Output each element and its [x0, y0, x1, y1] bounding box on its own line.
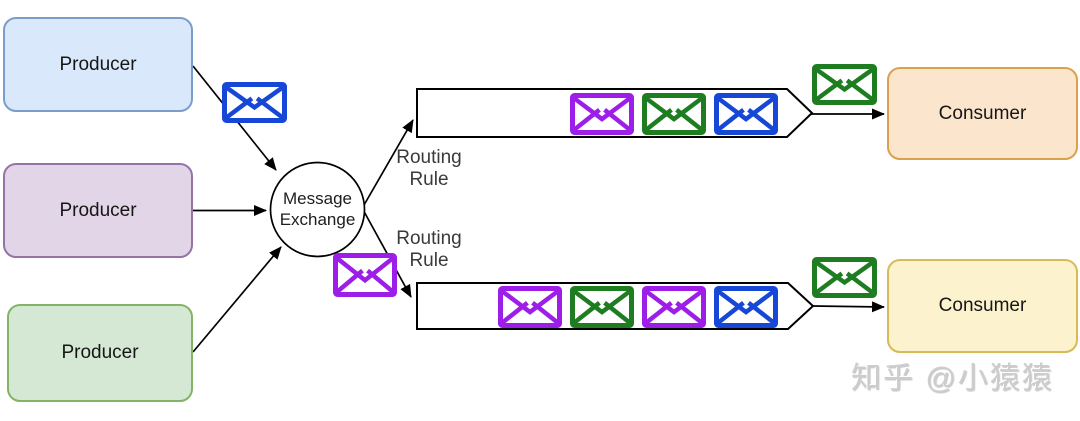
arrow-exchange-to-queue2 — [360, 205, 412, 298]
queue-2-message-envelope-purple — [642, 286, 706, 328]
arrow-queue2-to-consumer2 — [812, 301, 885, 313]
arrow-producer3-to-exchange — [192, 246, 282, 353]
queue-1-message-envelope-green — [642, 93, 706, 135]
connector-lines — [192, 65, 885, 353]
queue-1-message-envelope-blue — [714, 93, 778, 135]
consumer-2-box: Consumer — [887, 259, 1078, 353]
watermark: 知乎 @小猿猿 — [851, 362, 1054, 395]
producer1-to-exchange-envelope-blue — [222, 82, 287, 123]
exchange-to-queue2-envelope-purple — [333, 253, 397, 297]
queue-1-message-envelope-purple — [570, 93, 634, 135]
message-envelopes — [222, 64, 877, 328]
queue-2-message-envelope-blue — [714, 286, 778, 328]
producer-2-label: Producer — [59, 199, 137, 221]
routing-rule-label-1: Routing Rule — [396, 147, 462, 190]
queue2-output-envelope-green — [812, 257, 877, 298]
producer-1-box: Producer — [3, 17, 193, 112]
consumer-1-label: Consumer — [938, 102, 1027, 124]
consumer-2-label: Consumer — [938, 295, 1027, 316]
message-exchange-circle — [269, 161, 366, 258]
queue-2-message-envelope-purple — [498, 286, 562, 328]
queue1-output-envelope-green — [812, 64, 877, 105]
routing-rule-label-2: Routing Rule — [396, 228, 462, 271]
arrow-exchange-to-queue1 — [359, 119, 414, 213]
consumer-1-box: Consumer — [887, 67, 1078, 160]
producer-1-label: Producer — [59, 53, 137, 75]
queue-2-message-envelope-green — [570, 286, 634, 328]
producer-3-box: Producer — [7, 304, 193, 402]
producer-3-label: Producer — [61, 342, 139, 363]
producer-2-box: Producer — [3, 163, 193, 258]
